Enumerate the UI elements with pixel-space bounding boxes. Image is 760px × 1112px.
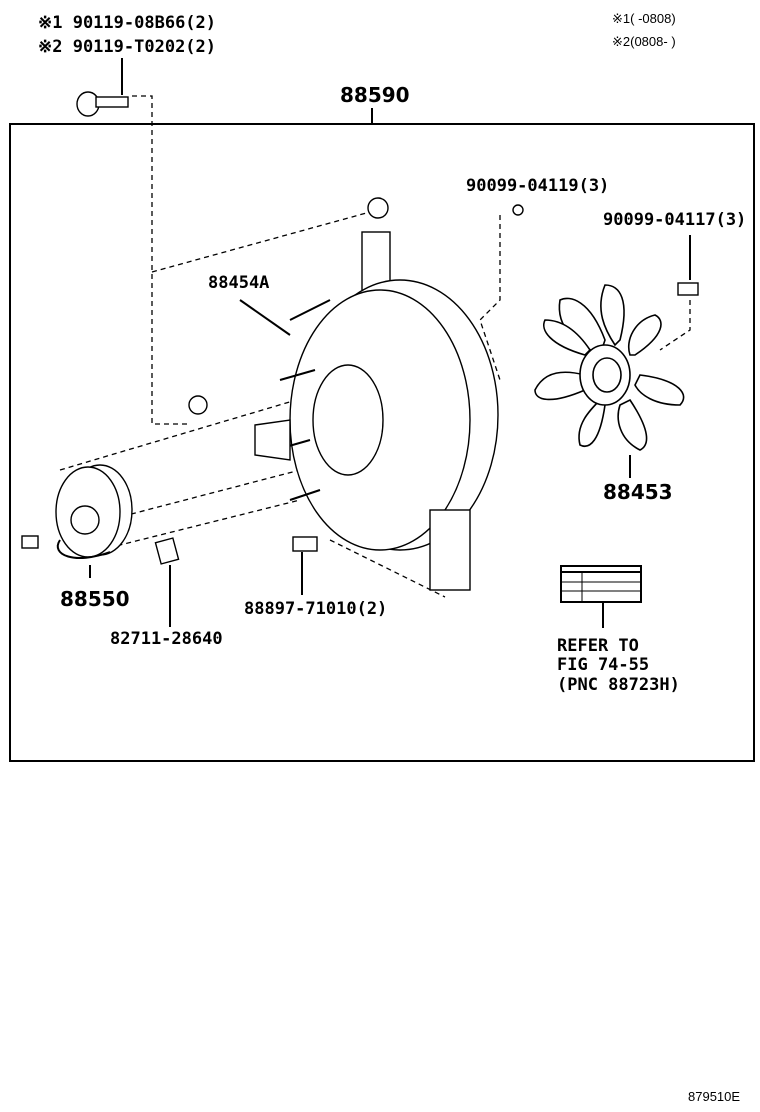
leader-shroud	[239, 299, 291, 336]
dashed-screw-b	[659, 300, 691, 351]
refer-line-2[interactable]: FIG 74-55	[557, 655, 649, 675]
label-fan[interactable]: 88453	[603, 480, 673, 504]
caution-label-icon	[560, 565, 642, 603]
label-shroud[interactable]: 88454A	[208, 273, 269, 293]
cushion-icon	[292, 536, 318, 552]
bolt-icon	[76, 91, 129, 117]
label-assembly[interactable]: 88590	[340, 83, 410, 107]
label-screw-b[interactable]: 90099-04117(3)	[603, 210, 746, 230]
fan-shroud	[188, 197, 499, 591]
label-motor[interactable]: 88550	[60, 587, 130, 611]
note-2: ※2(0808- )	[612, 34, 676, 49]
refer-line-3: (PNC 88723H)	[557, 675, 680, 695]
dashed-guides	[59, 389, 446, 598]
screw-icon	[512, 204, 524, 216]
refer-line-1: REFER TO	[557, 636, 639, 656]
fan-motor	[21, 464, 133, 559]
label-bolt-2[interactable]: ※2 90119-T0202(2)	[38, 37, 216, 57]
assembly-box	[9, 123, 755, 762]
dashed-screw-a	[479, 215, 501, 381]
note-1: ※1( -0808)	[612, 11, 676, 26]
label-screw-a[interactable]: 90099-04119(3)	[466, 176, 609, 196]
cooling-fan	[534, 284, 685, 451]
label-bolt-1[interactable]: ※1 90119-08B66(2)	[38, 13, 216, 33]
clamp-icon	[154, 537, 180, 565]
dashed-bolt-path	[132, 95, 190, 425]
label-cushion[interactable]: 88897-71010(2)	[244, 599, 387, 619]
screw-icon	[677, 282, 699, 296]
label-clamp[interactable]: 82711-28640	[110, 629, 223, 649]
diagram-id: 879510E	[688, 1089, 740, 1104]
dashed-guide	[151, 211, 371, 273]
